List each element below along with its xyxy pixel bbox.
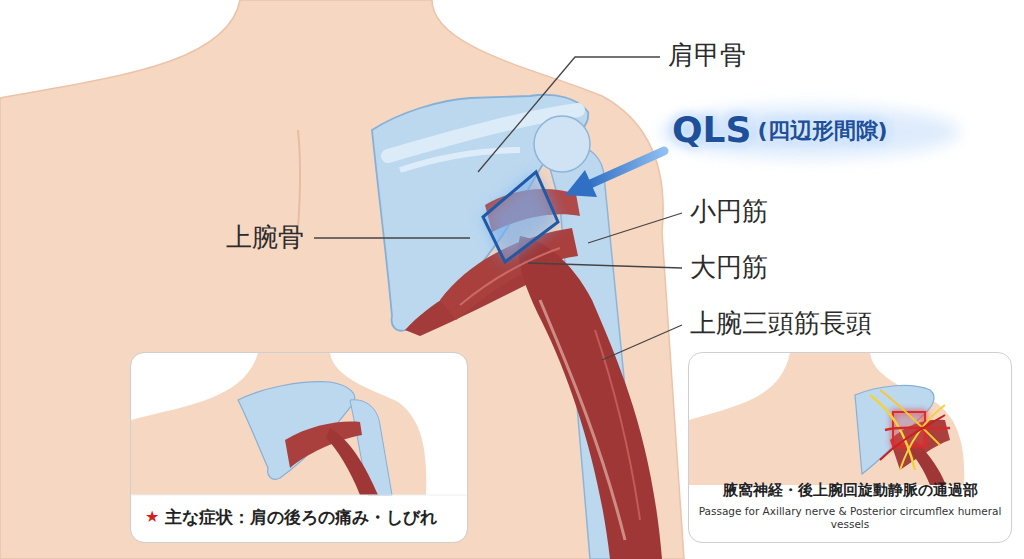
panel-caption: 腋窩神経・後上腕回旋動静脈の通過部 [723, 481, 978, 501]
panel-caption-en: Passage for Axillary nerve & Posterior c… [695, 505, 1005, 532]
region-sublabel: (四辺形間隙) [757, 118, 887, 144]
inset-illustration [131, 353, 426, 495]
leader-line [478, 57, 660, 172]
label-glow [660, 106, 960, 158]
humeral-head [534, 116, 590, 172]
star-mark: ★ [145, 507, 159, 528]
passage-panel: 腋窩神経・後上腕回旋動静脈の通過部 Passage for Axillary ne… [688, 352, 1012, 543]
leader-line [528, 263, 682, 268]
leader-line [588, 213, 682, 243]
part-label: 上腕三頭筋長頭 [690, 308, 872, 339]
inset-panel [131, 353, 467, 542]
part-label: 上腕骨 [226, 222, 304, 253]
bone-highlight [400, 150, 520, 170]
muscle-streak [540, 300, 625, 540]
triceps-long-head [518, 236, 662, 559]
pointer-arrowhead [565, 170, 597, 197]
inset-divider [131, 495, 467, 496]
inset-illustration [689, 353, 964, 485]
part-label: 大円筋 [690, 252, 768, 283]
muscle-streak [595, 330, 640, 520]
part-label: 小円筋 [690, 196, 768, 227]
symptom-panel: ★ 主な症状：肩の後ろの痛み・しびれ [130, 352, 468, 543]
inset-panel [689, 353, 1011, 542]
part-label: 肩甲骨 [668, 40, 746, 71]
leader-line [602, 325, 682, 360]
symptom-text: 主な症状：肩の後ろの痛み・しびれ [165, 506, 437, 528]
region-label: QLS [672, 108, 751, 151]
qls-box [483, 172, 558, 262]
pointer-arrow [588, 151, 664, 185]
back-skin [0, 0, 684, 559]
qls-glow [483, 172, 558, 262]
leader-line [314, 237, 470, 238]
